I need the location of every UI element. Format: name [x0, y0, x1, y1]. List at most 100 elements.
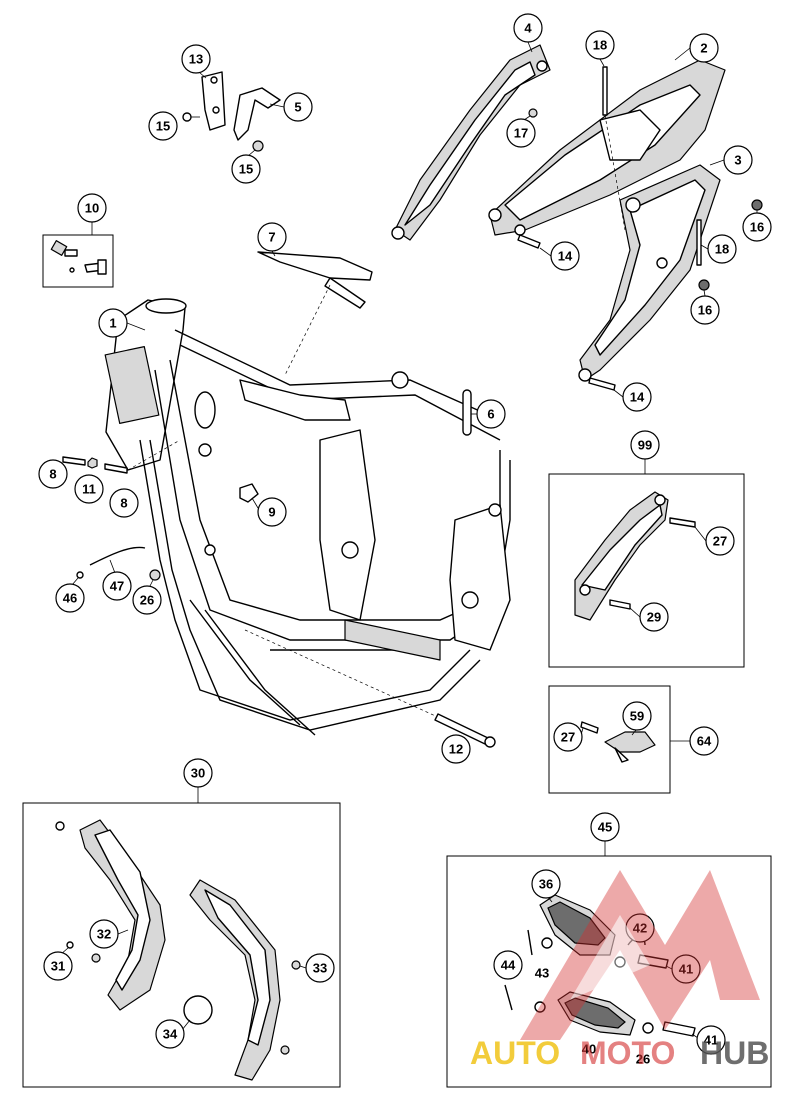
callout-17: 17: [506, 115, 536, 148]
callout-41-lower: 41: [691, 1025, 726, 1055]
bolt-8-left: [62, 456, 86, 466]
callout-9: 9: [251, 497, 287, 527]
pin-18-top: [602, 66, 626, 231]
callout-99: 99: [630, 430, 660, 460]
svg-text:15: 15: [156, 119, 170, 134]
callout-12: 12: [441, 734, 471, 764]
svg-text:18: 18: [593, 38, 607, 53]
watermark-logo: [520, 870, 760, 1040]
box-45-kit: [446, 855, 772, 1088]
nut-11: [87, 457, 98, 469]
callout-2: 2: [674, 33, 719, 63]
callout-64: 64: [689, 726, 719, 756]
svg-text:40: 40: [582, 1042, 596, 1057]
plate-7: [257, 251, 373, 376]
svg-text:17: 17: [514, 126, 528, 141]
callout-26-kit45: 26: [636, 1052, 650, 1067]
footpeg-lower: [557, 991, 696, 1037]
svg-text:11: 11: [82, 482, 96, 497]
callout-26: 26: [132, 579, 162, 615]
svg-text:27: 27: [561, 730, 575, 745]
callout-33: 33: [299, 953, 335, 983]
footpeg-upper: [539, 894, 669, 969]
svg-text:99: 99: [638, 438, 652, 453]
svg-text:47: 47: [110, 579, 124, 594]
svg-text:34: 34: [163, 1027, 178, 1042]
svg-text:14: 14: [630, 390, 645, 405]
box-30-kit: [22, 802, 341, 1088]
svg-text:26: 26: [636, 1052, 650, 1067]
pin-18-bottom: [696, 219, 702, 266]
svg-text:16: 16: [698, 303, 712, 318]
svg-text:13: 13: [189, 52, 203, 67]
callout-18-bottom: 18: [700, 234, 737, 264]
subframe: [488, 59, 726, 236]
callout-46: 46: [55, 577, 85, 613]
callout-3: 3: [709, 145, 753, 175]
svg-text:4: 4: [524, 21, 532, 36]
main-frame: [104, 298, 511, 736]
svg-text:8: 8: [120, 496, 127, 511]
callout-34: 34: [155, 1019, 191, 1049]
callout-5: 5: [269, 92, 313, 122]
watermark-moto: MOTO: [580, 1035, 675, 1071]
svg-text:30: 30: [191, 766, 205, 781]
callout-47: 47: [102, 559, 132, 601]
callout-4: 4: [513, 13, 543, 53]
callout-36: 36: [531, 869, 561, 903]
svg-text:8: 8: [49, 467, 56, 482]
callout-45: 45: [590, 812, 620, 842]
axle-bolt-12: [244, 629, 496, 748]
callout-59: 59: [622, 701, 652, 736]
svg-text:46: 46: [63, 591, 77, 606]
callout-16-top: 16: [742, 210, 772, 242]
svg-text:64: 64: [697, 734, 712, 749]
svg-text:2: 2: [700, 41, 707, 56]
box-99-kit: [548, 473, 745, 668]
washer-43: [534, 937, 553, 1013]
svg-text:43: 43: [535, 966, 549, 981]
svg-text:14: 14: [558, 249, 573, 264]
svg-text:42: 42: [633, 921, 647, 936]
callout-18-top: 18: [585, 30, 615, 67]
callout-42: 42: [625, 913, 655, 943]
callout-1: 1: [98, 308, 146, 338]
svg-text:41: 41: [679, 962, 693, 977]
bolt-14-top: [517, 234, 541, 249]
bracket-4: [391, 44, 551, 241]
callout-31: 31: [43, 947, 73, 981]
callout-44: 44: [493, 950, 523, 980]
callout-14-bottom: 14: [613, 382, 652, 412]
callout-8-left: 8: [38, 459, 68, 489]
svg-text:33: 33: [313, 961, 327, 976]
svg-text:32: 32: [97, 927, 111, 942]
bolt-14-bottom: [588, 377, 616, 391]
watermark-text: AUTO MOTO HUB: [470, 1035, 769, 1071]
callout-7: 7: [257, 222, 287, 257]
kit-10-parts: [50, 240, 107, 275]
svg-text:10: 10: [85, 201, 99, 216]
callout-15-top: 15: [148, 111, 178, 141]
clip-46: [76, 571, 84, 579]
callout-30: 30: [183, 758, 213, 788]
bolt-15-bottom: [252, 140, 264, 152]
svg-text:31: 31: [51, 959, 65, 974]
bolt-15-top: [182, 112, 200, 122]
bracket-13: [201, 71, 226, 131]
callout-41-upper: 41: [665, 954, 701, 984]
subframe-lower: [578, 164, 721, 382]
box-64-kit: [548, 685, 671, 794]
nut-16-bottom: [698, 279, 710, 291]
kit-64-parts: [580, 721, 656, 763]
svg-text:15: 15: [239, 162, 253, 177]
svg-text:7: 7: [268, 230, 275, 245]
svg-text:9: 9: [268, 505, 275, 520]
frame-guard-right: [183, 879, 301, 1081]
callout-43: 43: [535, 966, 549, 981]
svg-text:16: 16: [750, 220, 764, 235]
callout-29: 29: [629, 602, 669, 632]
clamp-9: [239, 483, 259, 503]
bolt-8-right: [104, 463, 128, 474]
frame-guard-left: [55, 819, 166, 1011]
bracket-5: [233, 87, 281, 141]
